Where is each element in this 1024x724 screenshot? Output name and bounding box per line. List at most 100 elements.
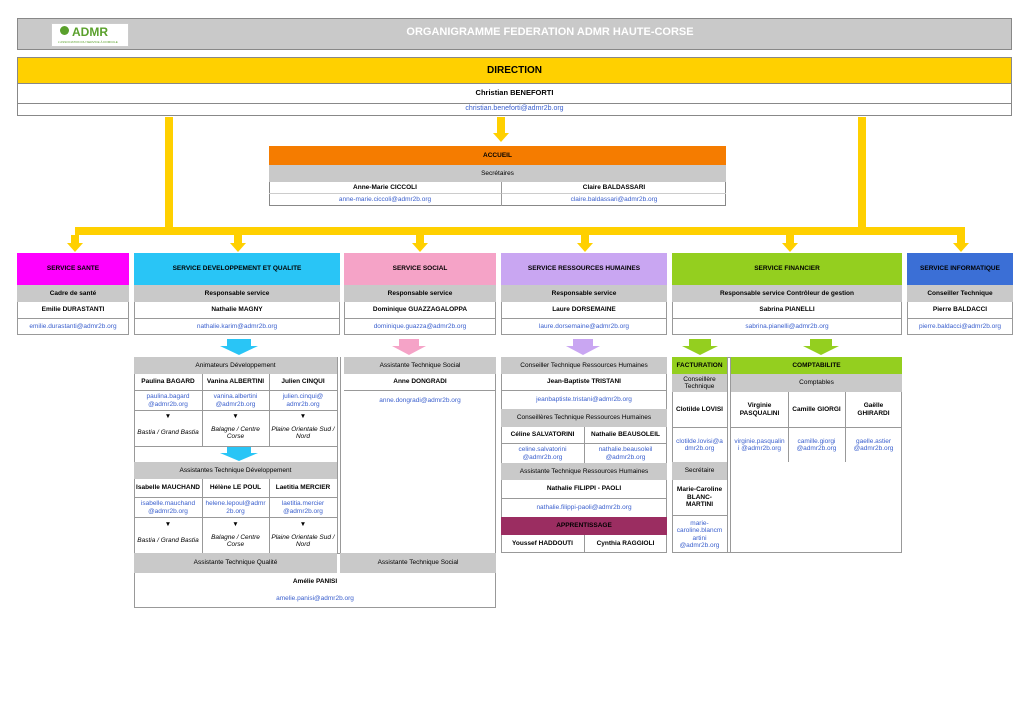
rh-conseillere-email-2[interactable]: nathalie.beausoleil @admr2b.org [598, 446, 653, 461]
fin-comptable-email-3[interactable]: gaelle.astier @admr2b.org [853, 437, 894, 452]
connector-drop-info [957, 235, 965, 243]
arrow-down-icon [220, 346, 258, 355]
logo-text: ADMR [72, 25, 108, 39]
fin-secretaire-name: Marie-Caroline BLANC-MARTINI [672, 480, 727, 516]
dev-animateur-email-2[interactable]: vanina.albertini @admr2b.org [202, 391, 269, 411]
connector-horizontal [75, 227, 965, 235]
service-dev-name: Nathalie MAGNY [134, 302, 340, 319]
dev-team-divider-2 [340, 357, 341, 553]
dev-animateur-email-3[interactable]: julien.cinqui@ admr2b.org [269, 391, 337, 411]
rh-conseiller-email[interactable]: jeanbaptiste.tristani@admr2b.org [536, 396, 632, 404]
qualite-email[interactable]: amelie.panisi@admr2b.org [276, 595, 354, 603]
rh-arrow-shaft [573, 339, 593, 346]
fin-arrow-shaft-2 [810, 339, 832, 346]
social-assist-title: Assistante Technique Social [344, 357, 496, 374]
dev-animateur-name-2: Vanina ALBERTINI [202, 374, 269, 391]
connector-drop-social [416, 235, 424, 243]
logo-tagline: L'ASSOCIATION DU SERVICE À DOMICILE [58, 40, 118, 44]
dev-animateurs-title: Animateurs Développement [134, 357, 337, 374]
fin-comptable-name-2: Camille GIORGI [788, 392, 845, 428]
service-sante-email[interactable]: emilie.durastanti@admr2b.org [29, 323, 117, 331]
fin-arrow-shaft-1 [689, 339, 711, 346]
dev-assistante-email-1[interactable]: isabelle.mauchand @admr2b.org [134, 498, 202, 518]
fin-comptable-name-3: Gaëlle GHIRARDI [845, 392, 902, 428]
service-fin-role: Responsable service Contrôleur de gestio… [672, 285, 902, 302]
fin-col-divider-2 [730, 357, 731, 553]
qualite-name: Amélie PANISI [292, 577, 338, 585]
arrow-down-icon [493, 133, 509, 142]
header-bar [17, 18, 1012, 50]
fin-secretaire-title: Secrétaire [672, 462, 727, 480]
arrow-down-icon [220, 453, 258, 461]
dev-assistante-email-3[interactable]: laetitia.mercier @admr2b.org [269, 498, 337, 518]
arrow-down-icon [392, 346, 426, 355]
service-sante-title: SERVICE SANTE [17, 253, 129, 285]
dev-col-divider [269, 479, 270, 553]
rh-assistante-email[interactable]: nathalie.filippi-paoli@admr2b.org [536, 504, 632, 512]
social-assist2-title: Assistante Technique Social [340, 553, 496, 573]
fin-comptable-email-1[interactable]: virginie.pasqualin i @admr2b.org [734, 437, 785, 452]
service-dev-title: SERVICE DEVELOPPEMENT ET QUALITE [134, 253, 340, 285]
service-sante-name: Emilie DURASTANTI [17, 302, 129, 319]
admr-logo: ADMR L'ASSOCIATION DU SERVICE À DOMICILE [51, 23, 129, 47]
accueil-title: ACCUEIL [269, 146, 726, 165]
arrow-down-icon [67, 243, 83, 252]
rh-apprentissage-title: APPRENTISSAGE [501, 517, 667, 535]
dev-assistantes-title: Assistantes Technique Développement [134, 462, 337, 479]
direction-email[interactable]: christian.beneforti@admr2b.org [17, 103, 1012, 116]
dev-row-divider [134, 446, 337, 447]
rh-apprenti-1: Youssef HADDOUTI [512, 540, 573, 548]
dev-animateur-name-1: Paulina BAGARD [134, 374, 202, 391]
direction-name: Christian BENEFORTI [17, 84, 1012, 103]
fin-facturation-role: Conseillère Technique [672, 374, 727, 392]
fin-compta-role: Comptables [731, 374, 902, 392]
accueil-email-1[interactable]: anne-marie.ciccoli@admr2b.org [269, 194, 502, 206]
dev-assistante-email-2[interactable]: helene.lepoul@admr 2b.org [202, 498, 269, 518]
arrow-down-icon [566, 346, 600, 355]
service-social-title: SERVICE SOCIAL [344, 253, 496, 285]
dev-assistante-name-1: Isabelle MAUCHAND [134, 479, 202, 498]
arrow-down-icon [577, 243, 593, 252]
accueil-name-1: Anne-Marie CICCOLI [269, 182, 502, 194]
service-rh-email[interactable]: laure.dorsemaine@admr2b.org [538, 323, 630, 331]
service-fin-email[interactable]: sabrina.pianelli@admr2b.org [745, 323, 829, 331]
rh-conseillere-email-1[interactable]: celine.salvatorini @admr2b.org [518, 446, 567, 461]
service-dev-email[interactable]: nathalie.karim@admr2b.org [196, 323, 278, 331]
rh-assistante-title: Assistante Technique Ressources Humaines [501, 463, 667, 480]
dev-team-divider-left [134, 357, 135, 608]
fin-facturation-email[interactable]: clotilde.lovisi@a dmr2b.org [676, 437, 723, 452]
dev-animateur-email-1[interactable]: paulina.bagard @admr2b.org [134, 391, 202, 411]
fin-compta-title: COMPTABILITE [731, 357, 902, 374]
arrow-down-icon: ▼ [164, 413, 172, 421]
social-arrow-shaft [399, 339, 419, 346]
dev-assistante-name-3: Laetitia MERCIER [269, 479, 337, 498]
service-social-email[interactable]: dominique.guazza@admr2b.org [373, 323, 467, 331]
social-assist-email[interactable]: anne.dongradi@admr2b.org [379, 397, 461, 405]
fin-col-divider [788, 392, 789, 462]
accueil-email-2[interactable]: claire.baldassari@admr2b.org [570, 196, 658, 204]
service-info-name: Pierre BALDACCI [907, 302, 1013, 319]
accueil-role: Secrétaires [269, 165, 726, 182]
service-rh-title: SERVICE RESSOURCES HUMAINES [501, 253, 667, 285]
dev-assistante-zone-3: Plaine Orientale Sud / Nord [271, 533, 335, 548]
arrow-down-icon [953, 243, 969, 252]
dev-qualite-title: Assistante Technique Qualité [134, 553, 337, 573]
social-assist-name: Anne DONGRADI [344, 374, 496, 391]
fin-comptable-email-2[interactable]: camille.giorgi @admr2b.org [796, 437, 837, 452]
arrow-down-icon [412, 243, 428, 252]
dev-col-divider [269, 374, 270, 446]
fin-col-divider [727, 357, 728, 553]
dev-animateur-zone-1: Bastia / Grand Bastia [137, 429, 199, 437]
service-info-email[interactable]: pierre.baldacci@admr2b.org [918, 323, 1002, 331]
direction-title: DIRECTION [17, 57, 1012, 84]
fin-col-divider [845, 392, 846, 462]
fin-secretaire-email[interactable]: marie-caroline.blancm artini @admr2b.org [676, 519, 723, 549]
connector-drop-rh [581, 235, 589, 243]
arrow-down-icon: ▼ [232, 521, 239, 529]
accueil-name-2: Claire BALDASSARI [502, 182, 726, 194]
dev-assistante-name-2: Hélène LE POUL [202, 479, 269, 498]
dev-arrow-shaft [227, 339, 251, 346]
connector-center-v [497, 117, 505, 133]
arrow-down-icon [682, 346, 718, 355]
service-rh-role: Responsable service [501, 285, 667, 302]
